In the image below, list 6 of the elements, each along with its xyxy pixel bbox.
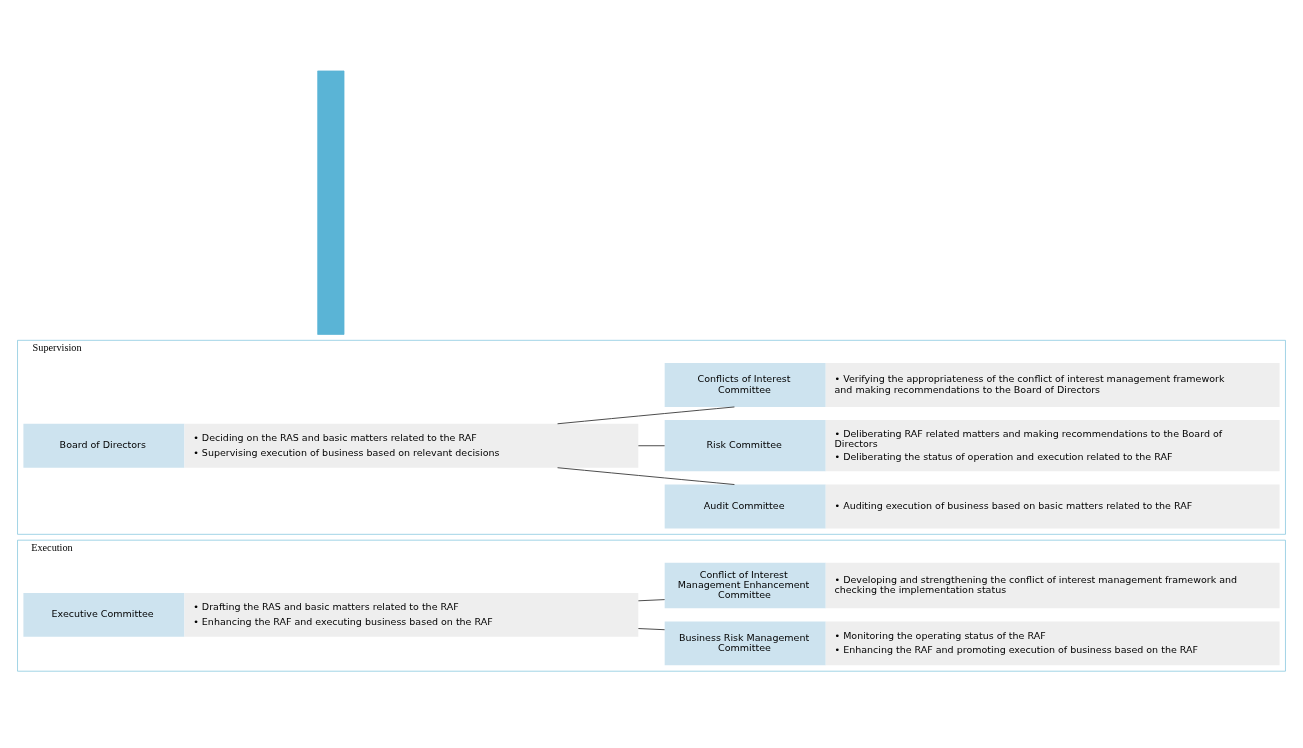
connector xyxy=(637,445,666,447)
connector xyxy=(557,467,735,485)
connector xyxy=(637,628,666,631)
connector xyxy=(557,406,735,425)
node-bar xyxy=(317,70,345,335)
connector xyxy=(637,599,666,602)
